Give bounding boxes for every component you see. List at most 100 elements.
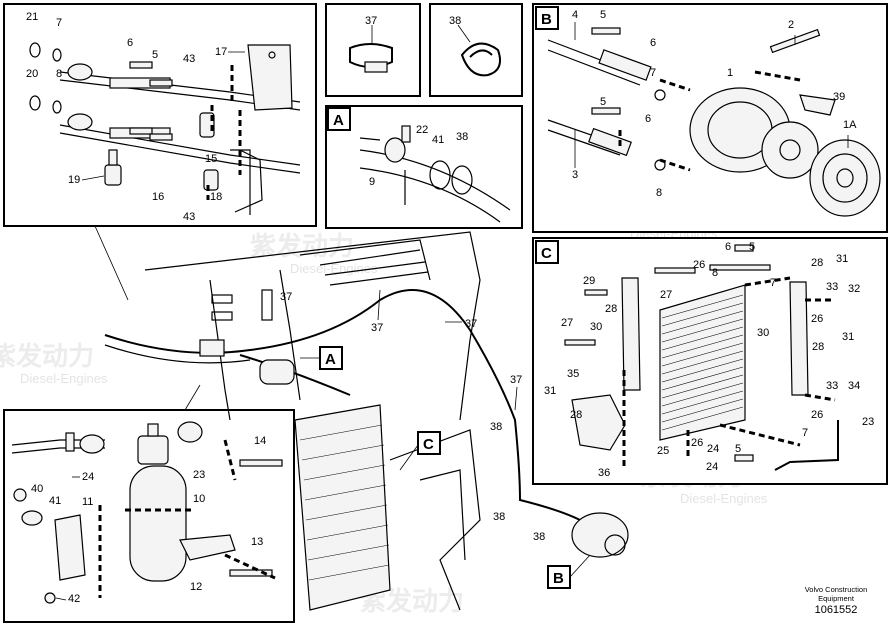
panel-clip-38: 38 xyxy=(429,3,523,97)
part-number-label: 15 xyxy=(205,153,217,165)
detail-callout-letter: A xyxy=(333,112,344,129)
callout-a-tag xyxy=(327,107,351,131)
publisher-footer: Volvo Construction Equipment 1061552 xyxy=(805,585,868,616)
part-number-label: 4 xyxy=(572,9,578,21)
part-number-label: 1 xyxy=(727,67,733,79)
part-number-label: 30 xyxy=(590,321,602,333)
part-number-label: 38 xyxy=(493,511,505,523)
part-number-label: 37 xyxy=(365,15,377,27)
panel-detail-b: B 4 5 6 2 1 7 39 xyxy=(532,3,888,233)
part-number-label: 38 xyxy=(449,15,461,27)
part-number-label: 27 xyxy=(561,317,573,329)
panel-clamp-37: 37 xyxy=(325,3,421,97)
part-number-label: 24 xyxy=(707,443,719,455)
detail-callout-letter: C xyxy=(423,436,434,453)
panel-receiver-drier: 24 23 14 40 41 10 11 13 12 42 xyxy=(3,409,295,623)
callout-b-tag xyxy=(535,6,559,30)
part-number-label: 38 xyxy=(456,131,468,143)
part-number-label: 3 xyxy=(572,169,578,181)
part-number-label: 1A xyxy=(843,119,857,131)
part-number-label: 6 xyxy=(127,37,133,49)
part-number-label: 6 xyxy=(725,241,731,253)
svg-text:Equipment: Equipment xyxy=(818,594,855,603)
part-number-label: 41 xyxy=(432,134,444,146)
part-number-label: 31 xyxy=(544,385,556,397)
svg-text:紫发动力: 紫发动力 xyxy=(250,231,354,262)
part-number-label: 33 xyxy=(826,380,838,392)
main-labels: 21 7 20 8 6 5 43 17 15 19 16 43 18 xyxy=(26,11,227,223)
part-number-label: 43 xyxy=(183,53,195,65)
part-number-label: 30 xyxy=(757,327,769,339)
part-number-label: 18 xyxy=(210,191,222,203)
part-number-label: 32 xyxy=(848,283,860,295)
part-number-label: 38 xyxy=(490,421,502,433)
part-number-label: 27 xyxy=(660,289,672,301)
part-number-label: 6 xyxy=(650,37,656,49)
part-number-label: 10 xyxy=(193,493,205,505)
part-number-label: 35 xyxy=(567,368,579,380)
part-number-label: 42 xyxy=(68,593,80,605)
part-number-label: 34 xyxy=(848,380,860,392)
part-number-label: 5 xyxy=(600,96,606,108)
part-number-label: 8 xyxy=(56,68,62,80)
part-number-label: 28 xyxy=(812,341,824,353)
part-number-label: 7 xyxy=(770,277,776,289)
callout-c-tag xyxy=(535,240,559,264)
part-number-label: 12 xyxy=(190,581,202,593)
part-number-label: 31 xyxy=(842,331,854,343)
part-number-label: 28 xyxy=(605,303,617,315)
part-number-label: 37 xyxy=(280,291,292,303)
part-number-label: 23 xyxy=(193,469,205,481)
part-number-label: 26 xyxy=(693,259,705,271)
part-number-label: 37 xyxy=(465,318,477,330)
part-number-label: 16 xyxy=(152,191,164,203)
panel-hoses: 21 7 20 8 6 5 43 17 15 19 16 43 18 xyxy=(3,3,317,227)
part-number-label: 13 xyxy=(251,536,263,548)
part-number-label: 36 xyxy=(598,467,610,479)
part-number-label: 22 xyxy=(416,124,428,136)
part-number-label: 26 xyxy=(811,409,823,421)
part-number-label: 5 xyxy=(152,49,158,61)
svg-text:Diesel-Engines: Diesel-Engines xyxy=(680,491,768,506)
part-number-label: 17 xyxy=(215,46,227,58)
detail-callout-letter: A xyxy=(325,351,336,368)
part-number-label: 9 xyxy=(369,176,375,188)
panel-detail-a: A 22 41 38 9 xyxy=(325,105,523,229)
part-number-label: 7 xyxy=(56,17,62,29)
part-number-label: 24 xyxy=(706,461,718,473)
detail-callout-letter: B xyxy=(541,11,552,28)
part-number-label: 24 xyxy=(82,471,94,483)
part-number-label: 19 xyxy=(68,174,80,186)
part-number-label: 37 xyxy=(371,322,383,334)
part-number-label: 25 xyxy=(657,445,669,457)
part-number-label: 26 xyxy=(811,313,823,325)
machine-overview: A C B 37 37 37 37 38 38 38 xyxy=(94,225,629,611)
part-number-label: 38 xyxy=(533,531,545,543)
part-number-label: 41 xyxy=(49,495,61,507)
part-number-label: 8 xyxy=(656,187,662,199)
part-number-label: 5 xyxy=(600,9,606,21)
part-number-label: 39 xyxy=(833,91,845,103)
part-number-label: 43 xyxy=(183,211,195,223)
part-number-label: 5 xyxy=(735,443,741,455)
part-number-label: 28 xyxy=(811,257,823,269)
part-number-label: 31 xyxy=(836,253,848,265)
part-number-label: 14 xyxy=(254,435,266,447)
part-number-label: 8 xyxy=(712,267,718,279)
detail-callout-letter: C xyxy=(541,245,552,262)
part-number-label: 11 xyxy=(82,496,93,508)
svg-text:Diesel-Engines: Diesel-Engines xyxy=(290,261,378,276)
part-number-label: 5 xyxy=(749,241,755,253)
part-number-label: 20 xyxy=(26,68,38,80)
svg-text:1061552: 1061552 xyxy=(815,604,858,616)
part-number-label: 26 xyxy=(691,437,703,449)
part-number-label: 29 xyxy=(583,275,595,287)
svg-text:紫发动力: 紫发动力 xyxy=(0,341,94,372)
panel-detail-c: C xyxy=(532,237,888,485)
part-number-label: 37 xyxy=(510,374,522,386)
part-number-label: 6 xyxy=(645,113,651,125)
callout-c-box xyxy=(417,431,441,455)
part-number-label: 33 xyxy=(826,281,838,293)
detail-callout-letter: B xyxy=(553,570,564,587)
